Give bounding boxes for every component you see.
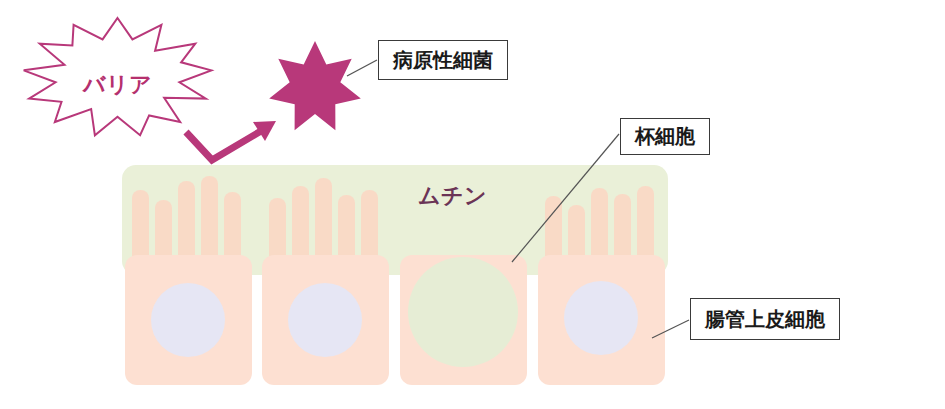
barrier-arrow: [186, 131, 261, 160]
node-label: 病原性細菌: [393, 47, 493, 74]
node-label: バリア: [83, 56, 152, 100]
goblet-cell: [400, 255, 527, 385]
epithelial-cell: [262, 255, 389, 385]
leader-line: [347, 60, 377, 76]
leader-line: [652, 320, 689, 338]
nucleus: [151, 283, 225, 357]
bacterium-star: [269, 41, 361, 130]
label-box: 腸管上皮細胞: [690, 298, 840, 340]
arrowhead: [253, 121, 276, 141]
barrier-burst: バリア: [20, 15, 215, 140]
node-label: 杯細胞: [635, 123, 695, 150]
epithelial-cell: [125, 255, 252, 385]
label-box: 杯細胞: [620, 118, 710, 155]
nucleus: [288, 283, 362, 357]
mucin-granule: [408, 257, 518, 367]
epithelial-cell: [538, 255, 665, 385]
node-label: 腸管上皮細胞: [705, 306, 825, 333]
mucin-band: ムチン: [122, 165, 668, 275]
burst-shape: [24, 18, 212, 135]
label-box: 病原性細菌: [378, 40, 508, 80]
mucin-label: ムチン: [418, 181, 487, 211]
leader-line: [512, 134, 619, 262]
nucleus: [564, 281, 638, 355]
